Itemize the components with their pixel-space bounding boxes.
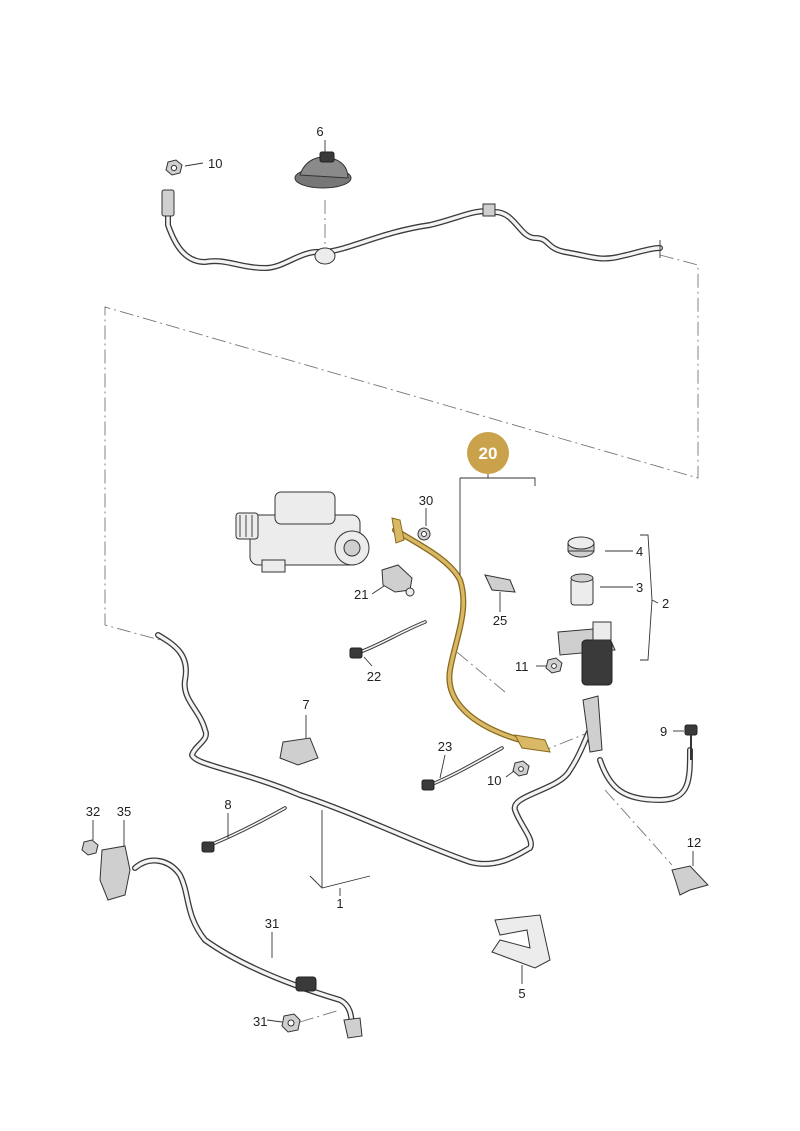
ground-cable-part-30 <box>132 857 363 1039</box>
nut-part-10-top <box>165 159 183 176</box>
nut-part-25 <box>417 527 431 541</box>
callout-labels: 6 10 30 21 25 22 4 3 2 11 7 9 23 10 8 32… <box>86 124 701 1029</box>
callout-9[interactable]: 9 <box>660 724 667 739</box>
callout-3[interactable]: 3 <box>636 580 643 595</box>
battery-cable-part-20 <box>391 517 551 753</box>
callout-22[interactable]: 22 <box>367 669 381 684</box>
cable-tie-part-8 <box>201 806 287 853</box>
positive-cable-bracket <box>582 695 693 803</box>
nut-part-31 <box>281 1013 301 1033</box>
highlight-callout-20[interactable]: 20 <box>467 432 509 474</box>
highlight-label: 20 <box>479 444 498 463</box>
callout-32[interactable]: 32 <box>86 804 100 819</box>
nut-part-10-lower <box>512 760 530 777</box>
callout-31[interactable]: 31 <box>253 1014 267 1029</box>
callout-11[interactable]: 11 <box>515 659 529 674</box>
callout-4[interactable]: 4 <box>636 544 643 559</box>
main-cable-part-1 <box>155 632 595 867</box>
guide-part-5 <box>491 914 551 969</box>
cable-tie-part-22 <box>349 620 427 659</box>
callout-30[interactable]: 31 <box>265 916 279 931</box>
callout-1[interactable]: 1 <box>336 896 343 911</box>
callout-10-lower[interactable]: 10 <box>487 773 501 788</box>
nut-part-11 <box>545 657 563 674</box>
cable-tie-part-23 <box>421 746 504 791</box>
callout-5[interactable]: 5 <box>518 986 525 1001</box>
callout-2[interactable]: 2 <box>662 596 669 611</box>
assembly-boundary-lines <box>104 200 699 1023</box>
callout-25[interactable]: 30 <box>419 493 433 508</box>
bracket-part-12 <box>671 865 709 896</box>
callout-23[interactable]: 23 <box>438 739 452 754</box>
grommet-part-6 <box>294 151 352 189</box>
bracket-part-21 <box>381 564 415 597</box>
upper-battery-cable <box>161 189 663 271</box>
callout-8[interactable]: 8 <box>224 797 231 812</box>
bolt-part-9 <box>684 724 698 760</box>
callout-21[interactable]: 21 <box>354 587 368 602</box>
leader-lines <box>92 140 694 1023</box>
clip-part-24 <box>484 574 516 593</box>
callout-24[interactable]: 25 <box>493 613 507 628</box>
callout-12[interactable]: 12 <box>687 835 701 850</box>
callout-6[interactable]: 6 <box>316 124 323 139</box>
callout-10-top[interactable]: 10 <box>208 156 222 171</box>
clip-part-7 <box>279 737 319 766</box>
callout-35[interactable]: 35 <box>117 804 131 819</box>
fuse-box-parts-2-3-4 <box>557 536 616 686</box>
callout-7[interactable]: 7 <box>302 697 309 712</box>
highlight-badge <box>467 432 509 474</box>
fixing-parts-32-35 <box>81 839 131 901</box>
starter-motor <box>235 491 370 573</box>
